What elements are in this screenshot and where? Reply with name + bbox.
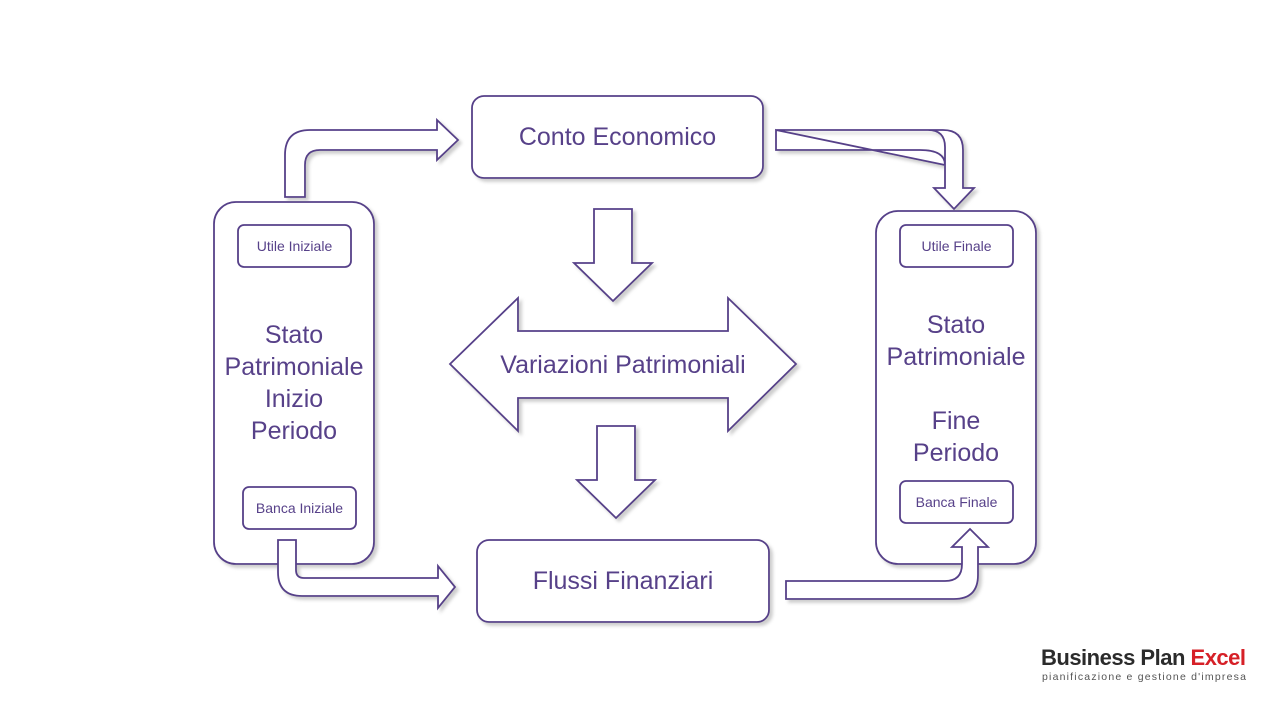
conto-economico-box <box>471 95 764 179</box>
bent-arrow-to-flussi <box>277 539 457 611</box>
variazioni-patrimoniali-label: Variazioni Patrimoniali <box>500 350 746 379</box>
stato-finale-line-1: Stato <box>926 311 986 339</box>
down-arrow-lower <box>574 425 658 520</box>
flussi-finanziari-box <box>476 539 770 623</box>
stato-finale-box <box>875 210 1037 565</box>
brand-logo-accent: Excel <box>1190 645 1247 670</box>
stato-iniziale-line-2: Patrimoniale <box>224 353 364 381</box>
stato-iniziale-title: Stato Patrimoniale Inizio Periodo <box>214 318 374 448</box>
bent-arrow-to-banca-finale <box>785 527 991 600</box>
flussi-finanziari-label: Flussi Finanziari <box>532 566 714 595</box>
bent-arrow-to-stato-finale <box>775 128 977 211</box>
brand-logo-text: Business Plan <box>1041 645 1191 670</box>
brand-logo: Business Plan Excel <box>1041 645 1246 671</box>
stato-finale-title-bottom: Fine Periodo <box>876 404 1036 470</box>
conto-economico-label: Conto Economico <box>518 122 717 151</box>
stato-iniziale-line-1: Stato <box>264 321 324 349</box>
utile-finale-box <box>899 224 1014 268</box>
stato-finale-title-top: Stato Patrimoniale <box>876 308 1036 374</box>
bent-arrow-to-conto <box>284 117 460 198</box>
brand-tagline: pianificazione e gestione d'impresa <box>1042 671 1248 683</box>
stato-finale-line-4: Periodo <box>912 439 1000 467</box>
variazioni-double-arrow <box>448 295 798 434</box>
utile-iniziale-box <box>237 224 352 268</box>
utile-finale-label: Utile Finale <box>921 238 992 254</box>
stato-iniziale-line-4: Periodo <box>250 417 338 445</box>
banca-finale-box <box>899 480 1014 524</box>
utile-iniziale-label: Utile Iniziale <box>256 238 333 254</box>
stato-finale-line-3: Fine <box>931 407 981 435</box>
down-arrow-upper <box>571 208 655 303</box>
banca-iniziale-label: Banca Iniziale <box>255 500 344 516</box>
stato-iniziale-line-3: Inizio <box>264 385 324 413</box>
banca-finale-label: Banca Finale <box>915 494 998 510</box>
stato-finale-line-2: Patrimoniale <box>886 343 1026 371</box>
banca-iniziale-box <box>242 486 357 530</box>
